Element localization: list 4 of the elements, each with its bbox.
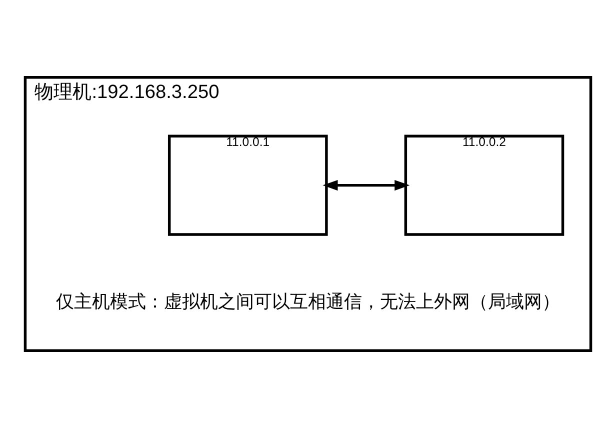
node-box: 11.0.0.2 (404, 134, 564, 236)
label: 仅主机模式：虚拟机之间可以互相通信，无法上外网（局域网） (56, 290, 560, 311)
node-box: 11.0.0.1 (168, 134, 328, 236)
arrow (322, 180, 410, 190)
